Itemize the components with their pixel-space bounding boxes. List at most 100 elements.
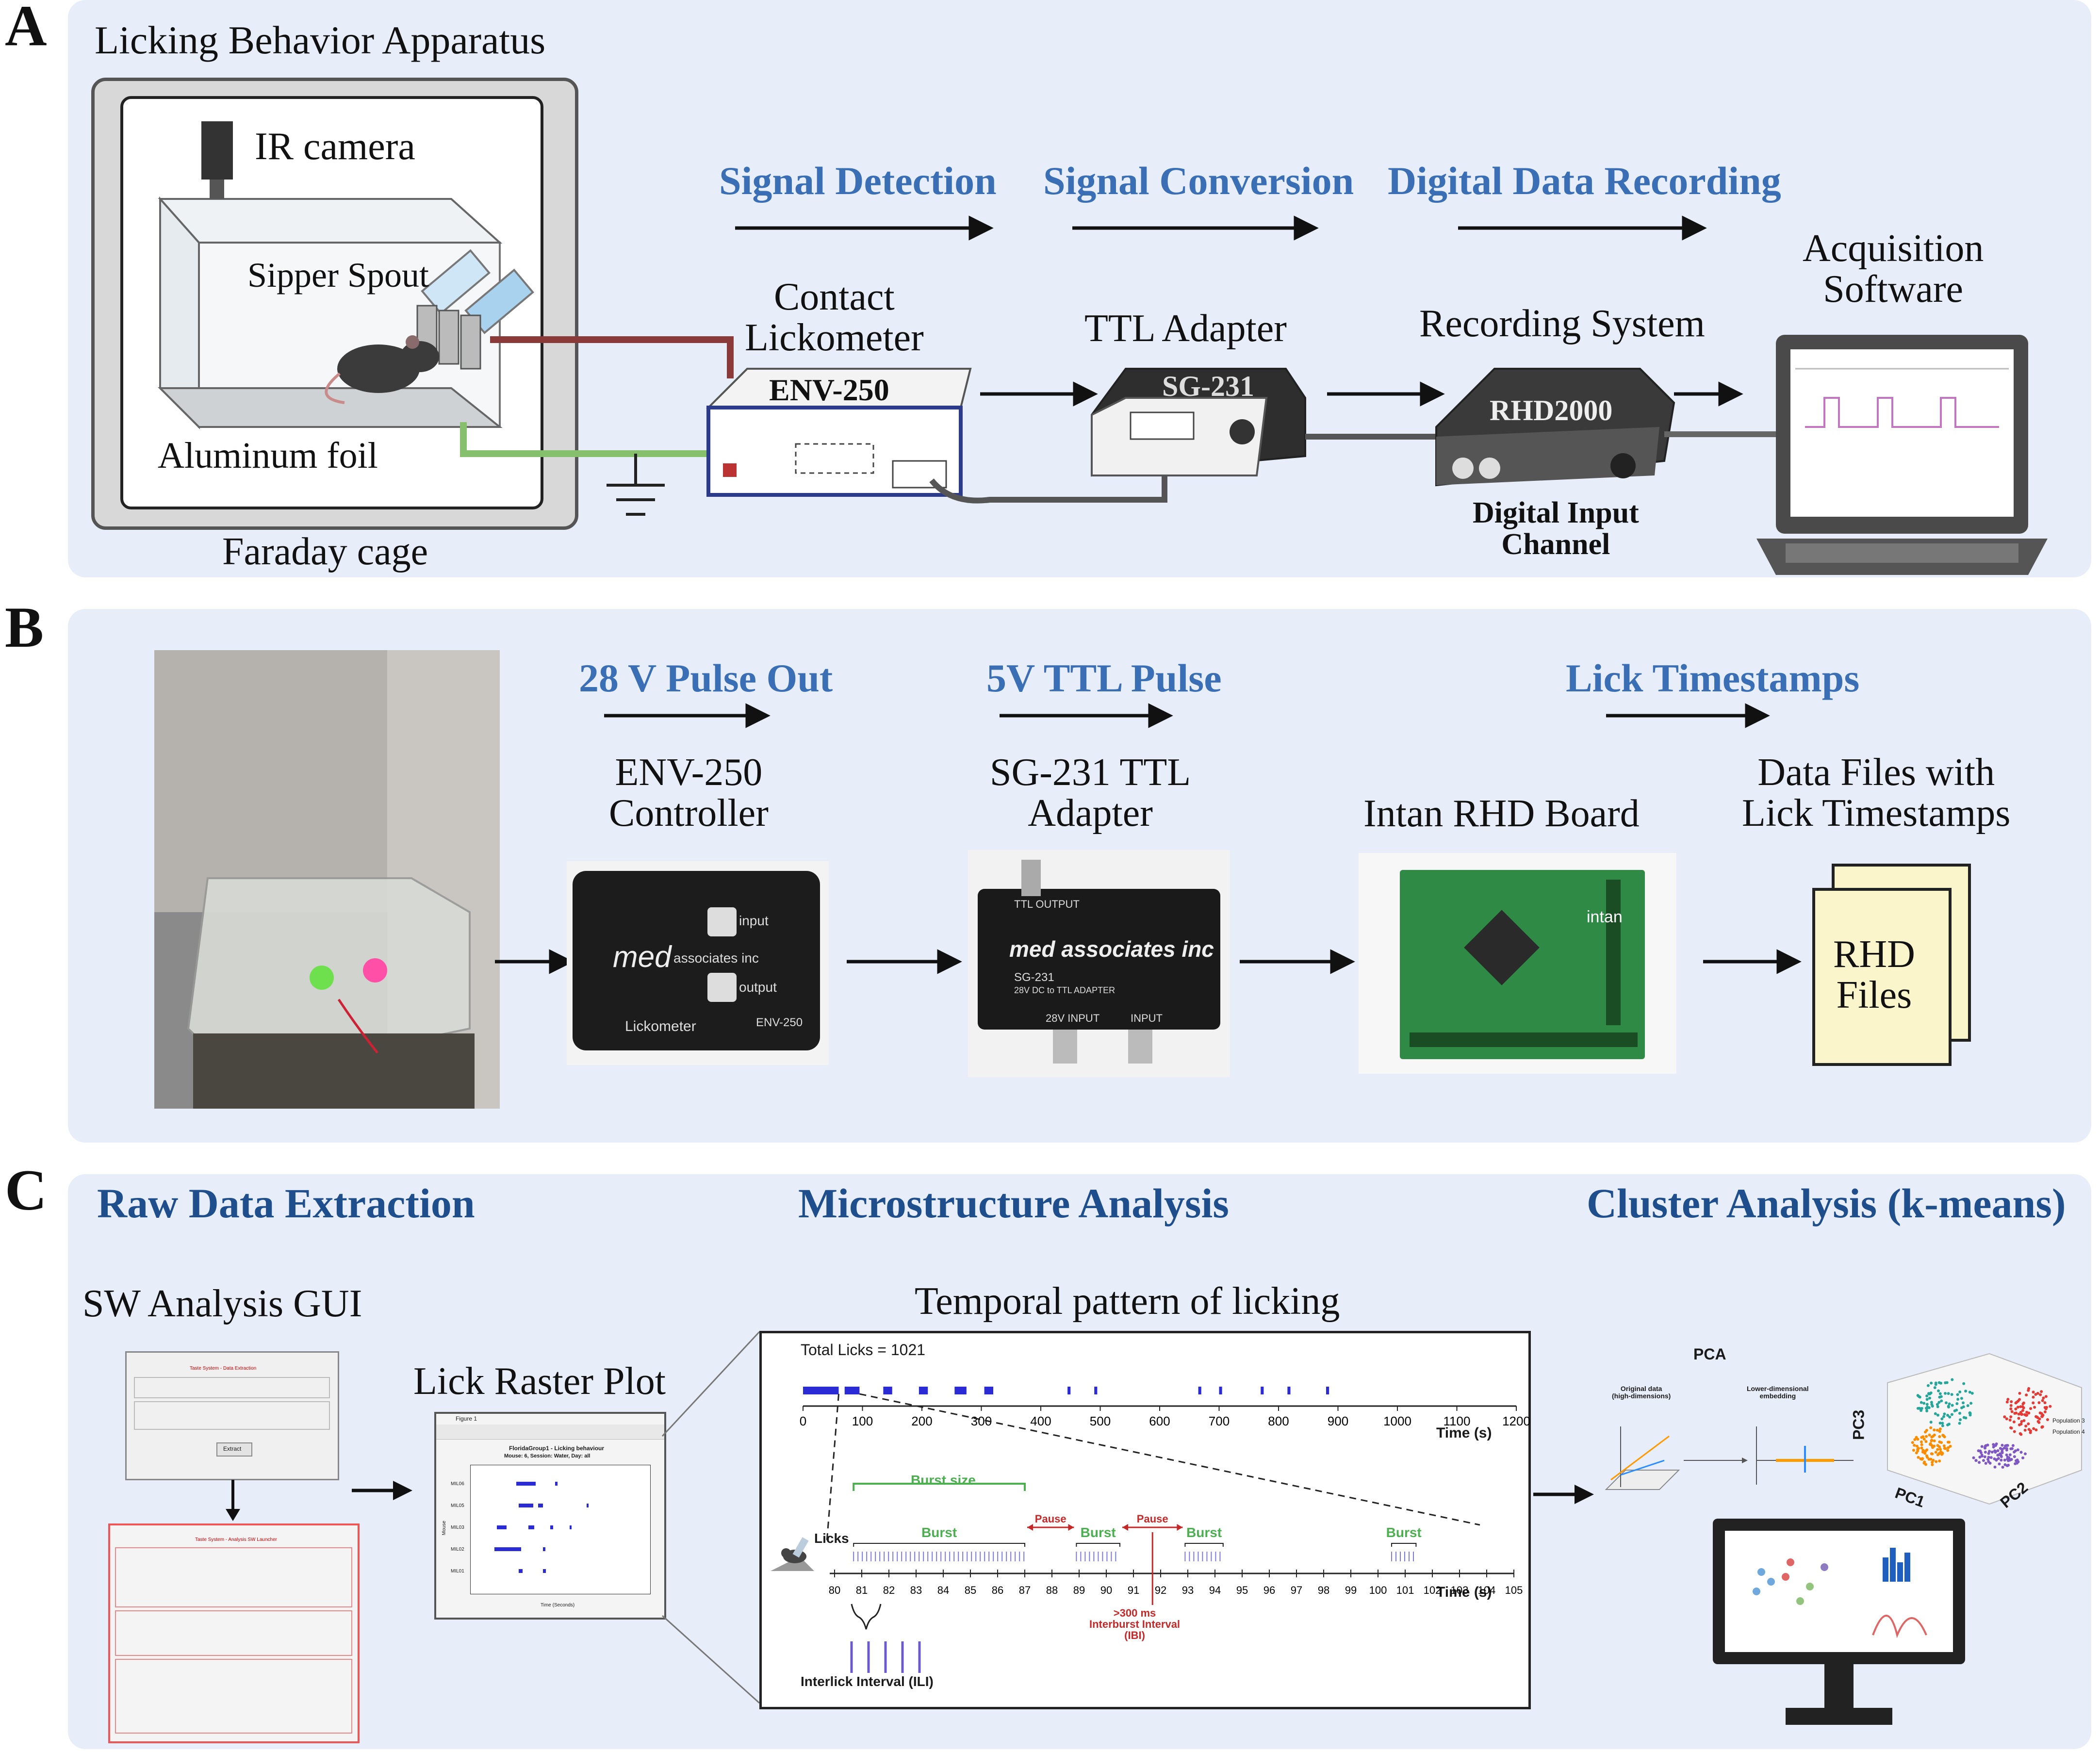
scatter-point (2019, 1405, 2022, 1408)
pca-label: PCA (1693, 1345, 1726, 1363)
overview-lick-mark (1067, 1387, 1071, 1394)
stage-digital-recording: Digital Data Recording (1388, 159, 1781, 203)
zoom-tick-label: 104 (1478, 1584, 1496, 1596)
overview-lick-mark (1094, 1387, 1098, 1394)
scatter-point (1915, 1436, 1918, 1439)
pop3-label: Population 3 (2052, 1417, 2085, 1424)
scatter-point (1930, 1452, 1933, 1456)
scatter-point (2009, 1447, 2013, 1451)
sg231-adapter-photo: TTL OUTPUT med associates inc SG-231 28V… (968, 850, 1230, 1077)
ibi-label: >300 ms Interburst Interval (IBI) (1089, 1607, 1181, 1642)
laptop-icon (1756, 335, 2048, 575)
extract-button[interactable]: Extract (216, 1442, 252, 1457)
scatter-point (1936, 1413, 1939, 1417)
scatter-point (1999, 1452, 2002, 1456)
sg231-label: SG-231 (1162, 370, 1255, 402)
scatter-point (1922, 1438, 1926, 1441)
intan-board-label: Intan RHD Board (1363, 792, 1640, 835)
scatter-point (1984, 1462, 1987, 1465)
zoom-tick-label: 102 (1424, 1584, 1442, 1596)
scatter-point (2006, 1398, 2010, 1401)
overview-lick-mark (1198, 1387, 1201, 1394)
scatter-point (1922, 1402, 1926, 1405)
stage-cluster: Cluster Analysis (k-means) (1587, 1180, 2066, 1227)
lickometer-label: Lickometer (625, 1018, 696, 1034)
pause-arrow-head (1122, 1524, 1128, 1531)
scatter-point (1958, 1390, 1962, 1393)
scatter-point (2007, 1459, 2010, 1462)
scatter-point (1950, 1413, 1953, 1416)
scatter-point (2023, 1452, 2027, 1456)
scatter-point (1964, 1390, 1968, 1393)
lick-raster-label: Lick Raster Plot (413, 1360, 666, 1403)
scatter-point (1953, 1409, 1956, 1412)
scatter-point (1925, 1394, 1929, 1398)
scatter-point (1947, 1392, 1950, 1395)
scatter-point (1942, 1415, 1945, 1418)
overview-tick-label: 400 (1030, 1414, 1051, 1428)
scatter-point (1929, 1426, 1933, 1429)
apparatus-illustration (158, 121, 2048, 575)
scatter-point (2020, 1420, 2023, 1423)
burst-bracket (853, 1543, 1025, 1547)
ir-camera-label: IR camera (255, 125, 415, 168)
scatter-point (1988, 1450, 1991, 1453)
zoom-tick-label: 90 (1100, 1584, 1112, 1596)
scatter-point (1938, 1427, 1942, 1431)
stage-5v-ttl: 5V TTL Pulse (986, 656, 1222, 700)
scatter-point (1916, 1407, 1920, 1410)
overview-lick-mark (803, 1387, 839, 1394)
overview-tick-label: 500 (1090, 1414, 1111, 1428)
scatter-point (1929, 1442, 1932, 1445)
zoom-tick-label: 89 (1073, 1584, 1085, 1596)
env250-label: ENV-250 (769, 373, 889, 407)
scatter-point (2032, 1427, 2035, 1430)
scatter-point (1938, 1422, 1942, 1425)
scatter-point (2003, 1458, 2006, 1462)
stage-lick-timestamps: Lick Timestamps (1566, 656, 1860, 700)
scatter-point (1979, 1449, 1982, 1453)
scatter-point (1962, 1382, 1966, 1385)
scatter-point (2042, 1396, 2045, 1400)
scatter-point (1930, 1435, 1934, 1439)
scatter-point (1978, 1461, 1981, 1464)
scatter-point (1993, 1465, 1997, 1469)
intan-logo: intan (1587, 908, 1623, 926)
scatter-point (1933, 1386, 1936, 1389)
scatter-point (2014, 1407, 2018, 1410)
scatter-point (1937, 1452, 1940, 1456)
scatter-point (2032, 1401, 2035, 1405)
raster-row-1: MIL06 (451, 1481, 464, 1487)
scatter-point (2001, 1443, 2004, 1447)
scatter-point (2010, 1400, 2013, 1403)
overview-tick-label: 800 (1268, 1414, 1289, 1428)
scatter-point (1995, 1458, 1998, 1462)
ttl-output-label: TTL OUTPUT (1014, 898, 1080, 910)
pca-diagram (1605, 1426, 1854, 1490)
scatter-point (1938, 1459, 1941, 1463)
gui1-title: Taste System - Data Extraction (190, 1366, 257, 1371)
pause-arrow-head (1027, 1524, 1033, 1531)
overview-tick-label: 1000 (1383, 1414, 1411, 1428)
scatter-point (2034, 1392, 2037, 1396)
scatter-point (1942, 1444, 1946, 1448)
med-logo: med (613, 940, 672, 974)
raster-title: FloridaGroup1 - Licking behaviour (509, 1445, 605, 1452)
scatter-point (1934, 1381, 1937, 1385)
scatter-point (2049, 1405, 2052, 1408)
scatter-point (2040, 1425, 2044, 1429)
scatter-point (1996, 1449, 2000, 1453)
overview-tick-label: 600 (1149, 1414, 1170, 1428)
scatter-point (1943, 1412, 1946, 1416)
overview-lick-mark (919, 1387, 928, 1394)
digital-input-label: Digital Input Channel (1473, 496, 1639, 561)
pause-label: Pause (1035, 1513, 1066, 1525)
zoom-tick-label: 105 (1505, 1584, 1523, 1596)
scatter-point (2005, 1400, 2009, 1404)
temporal-chart: Total Licks = 1021 Time (s) Time (s) Lic… (759, 1331, 1531, 1709)
scatter-point (1920, 1446, 1923, 1450)
scatter-point (1970, 1392, 1974, 1395)
data-files-label: Data Files with Lick Timestamps (1742, 751, 2011, 835)
total-licks-title: Total Licks = 1021 (801, 1341, 926, 1359)
overview-lick-mark (984, 1387, 993, 1394)
